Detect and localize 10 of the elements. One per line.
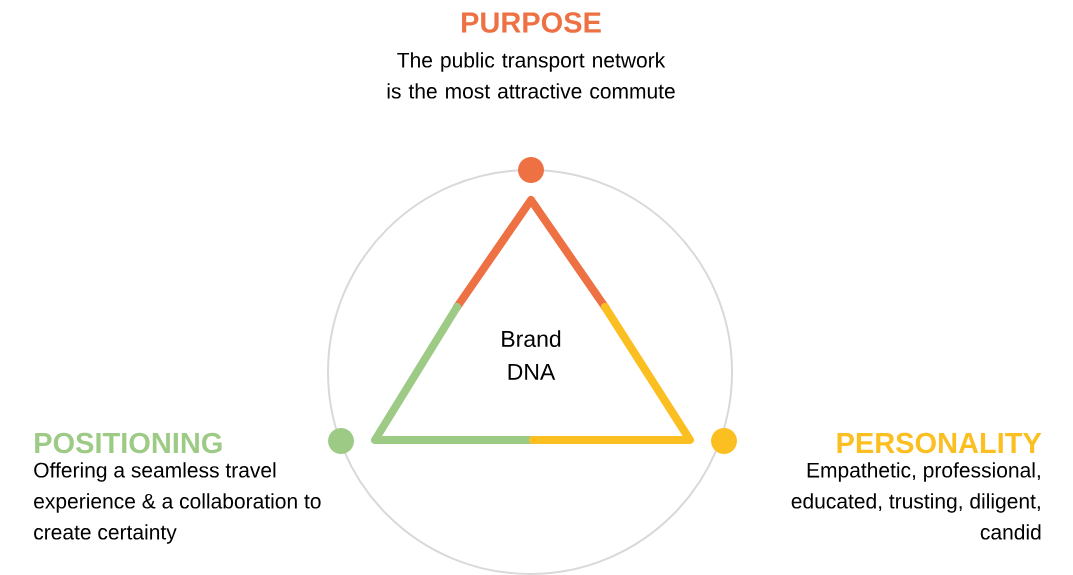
dot <box>328 428 354 454</box>
description: Offering a seamless travel experience & a collaboration to create certainty <box>34 462 321 544</box>
heading: POSITIONING <box>35 432 222 454</box>
dot <box>711 428 737 454</box>
description: The public transport network is the most attractive commute <box>387 52 675 99</box>
triangle: Brand DNA <box>371 196 694 444</box>
dot <box>518 157 544 183</box>
description: Empathetic, professional, educated, trusting, diligent, candid <box>791 462 1041 540</box>
heading: PURPOSE <box>462 12 601 33</box>
heading: PERSONALITY <box>837 432 1042 454</box>
